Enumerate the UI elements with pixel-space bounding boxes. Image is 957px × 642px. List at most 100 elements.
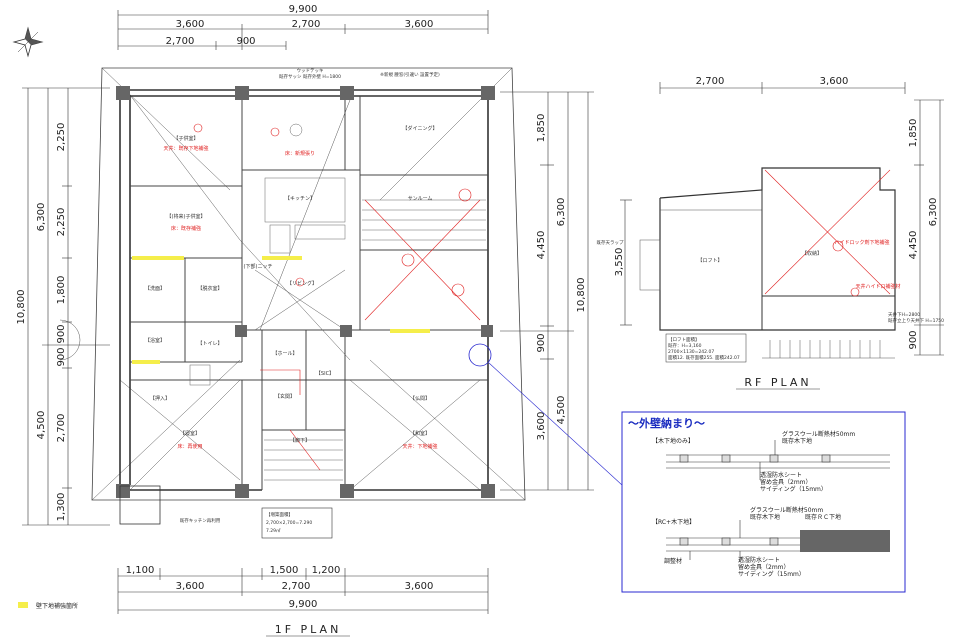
red-note-3: 床：新規張り [285,150,315,157]
detail-sec1-label-4: 留め金具（2mm） [760,478,812,486]
detail-sec2-title: 【RC+木下地】 [652,518,695,526]
dim-left-in-4: 900 [56,324,67,343]
room-label-17: 【押入】 [150,395,170,402]
dim-top-3: 3,600 [405,19,434,30]
rf-dim-top-2: 3,600 [820,76,849,87]
room-label-9: 【ダイニング】 [402,125,437,132]
dim-bottom-2: 3,600 [176,581,205,592]
rf-red-note-1: ハイドロック剤下地補強 [835,239,890,246]
legend-swatch [18,602,28,608]
area-title: 【増築面積】 [266,511,293,518]
balcony-label: ウッドデッキ [297,67,324,74]
room-label-19: サンルーム [408,196,433,202]
rf-dim-right-1: 1,850 [908,119,919,148]
room-label-1: 【子供室】 [173,135,198,142]
legend: 壁下地補強箇所 [18,602,78,610]
dimensions-rf [620,82,944,356]
plan-1f: 【子供室】 【(将来)子供室】 【洗面】 【脱衣室】 【浴室】 【トイレ】 【キ… [59,67,526,539]
wall-reinforcement-marks [132,256,430,364]
detail-callout-circle [468,343,492,367]
north-arrow-icon [12,26,44,58]
dim-top-5: 900 [236,36,255,47]
detail-title: 〜外壁納まり〜 [628,416,705,430]
dim-left-in-1: 2,250 [56,123,67,152]
rf-note-right-2: 既存立上り天井下 H=1750 [888,317,944,324]
dim-bottom-total: 9,900 [289,599,318,610]
dim-top-total: 9,900 [289,4,318,15]
entrance-annex [119,485,161,525]
dim-right-in-2: 4,450 [536,231,547,260]
new-window-label: ※新規 腰窓(引違い 設置予定) [380,71,440,78]
room-label-8: 【リビング】 [287,280,317,287]
room-label-6: 【トイレ】 [197,341,222,347]
rf-dim-right-outer: 6,300 [928,198,939,227]
rf-dim-right-3: 900 [908,330,919,349]
pillars [116,86,495,498]
dim-left-in-7: 1,300 [56,493,67,522]
rf-loft-area-line-2: 2700×1130=242.07 [668,349,714,355]
room-label-15: 【廊下】 [290,437,310,444]
dim-left-in-2: 2,250 [56,208,67,237]
dim-top-2: 2,700 [292,19,321,30]
dim-right-in-3: 900 [536,333,547,352]
area-box [261,507,333,539]
rf-dim-top-1: 2,700 [696,76,725,87]
detail-sec2-label-5: 透湿防水シート [738,556,780,564]
detail-sec2-label-2: 既存木下地 [750,513,780,521]
dim-right-in-4: 3,600 [536,412,547,441]
dim-left-total: 10,800 [16,290,27,325]
rf-dim-right-2: 4,450 [908,231,919,260]
plan-rf-title: RF PLAN [744,376,811,389]
red-note-4: 天井：下地補強 [402,443,437,450]
dim-right-total: 10,800 [576,278,587,313]
dim-bottom-1: 1,100 [126,565,155,576]
detail-sec2-label-1: グラスウール断熱材50mm [750,506,823,514]
rf-loft-area-title: 【ロフト面積】 [668,336,700,343]
dim-left-in-5: 900 [56,347,67,366]
room-label-10: 【寝室】 [180,430,200,437]
rf-dim-left: 3,550 [614,248,625,277]
detail-box: 〜外壁納まり〜 【木下地のみ】 グラスウール断熱材50mm 既存木下地 透湿防水… [621,411,906,593]
room-label-12: 【玄関】 [275,393,295,400]
rf-room-loft: 【ロフト】 [697,258,722,264]
red-note-1: 天井：既存下地補強 [163,145,208,152]
dim-bottom-5: 1,200 [312,565,341,576]
detail-sec1-label-2: 既存木下地 [782,437,812,445]
dim-top-4: 2,700 [166,36,195,47]
dim-right-in-1: 1,850 [536,114,547,143]
detail-callout-leader [488,362,623,486]
rf-room-storage: 【収納】 [802,250,822,257]
red-note-5: 床：再使用 [177,443,202,450]
area-line-1: 2,700×2,700=7.290 [266,520,312,526]
interior-walls [130,96,488,490]
detail-sec2-label-7: サイディング（15mm） [738,570,805,578]
legend-label: 壁下地補強箇所 [36,602,78,610]
rf-loft-area-line-3: 面積12. 既存面積255. 面積242.07 [668,354,740,361]
rc-wall-block [800,530,890,552]
dim-left-in-3: 1,800 [56,276,67,305]
dim-left-in-6: 2,700 [56,414,67,443]
room-label-13: 【ホール】 [272,351,297,357]
room-label-4: 【脱衣室】 [197,285,222,292]
detail-sec2-label-6: 留め金具（2mm） [738,563,790,571]
rf-loft-area-line-1: 既存：H=3,160 [668,342,702,349]
balcony-sub-label: 既存サッシ 既存外壁 H=1800 [279,73,341,80]
dimensions-1f-bottom [117,568,489,614]
detail-sec1-label-3: 透湿防水シート [760,471,802,479]
room-label-11: 【和室】 [410,430,430,437]
dim-bottom-3: 1,500 [270,565,299,576]
room-label-3: 【洗面】 [145,285,165,292]
dimensions-1f-right [500,91,594,491]
rf-note-left: 既存天ラップ [597,239,624,246]
red-note-2: 床：既存補強 [171,225,201,232]
dimensions-1f-left [22,87,110,526]
dimensions-1f-top [117,10,489,50]
room-label-5: 【浴室】 [145,337,165,344]
door-swing [59,319,81,361]
detail-sec1-label-1: グラスウール断熱材50mm [782,430,855,438]
room-label-2: 【(将来)子供室】 [167,213,206,220]
room-label-18: (下部)ニッチ [244,263,273,270]
dim-bottom-6: 3,600 [405,581,434,592]
detail-sec2-label-4: 調整材 [664,557,682,565]
rf-red-note-2: 天井ハイドロ補強材 [856,283,901,290]
